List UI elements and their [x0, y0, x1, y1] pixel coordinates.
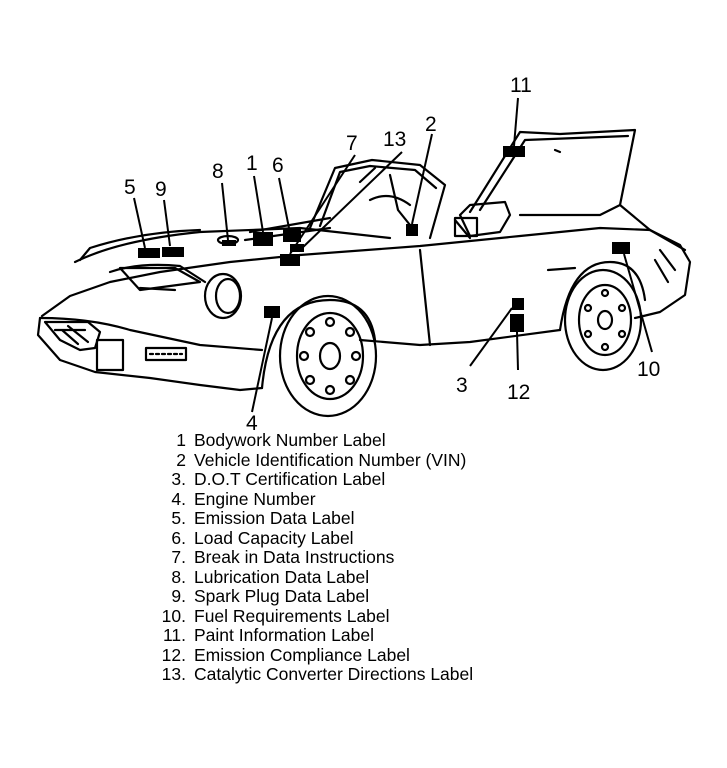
label-patch-8: [222, 240, 236, 246]
leader-2: [411, 133, 433, 225]
legend-item: 6. Load Capacity Label: [140, 527, 700, 549]
label-patch-10: [612, 242, 630, 254]
label-patch-1: [253, 232, 273, 246]
legend-number: 2: [176, 449, 186, 470]
legend-item: 7. Break in Data Instructions: [140, 547, 700, 568]
legend-number: 9.: [171, 586, 186, 606]
callout-13: 13: [383, 128, 406, 151]
legend-number: 1: [176, 430, 186, 450]
legend-number: 10.: [161, 605, 186, 626]
callout-7: 7: [346, 132, 358, 155]
legend-number: 5.: [171, 508, 186, 528]
legend-number: 6.: [171, 527, 186, 548]
legend-text: Vehicle Identification Number (VIN): [194, 449, 467, 470]
legend-text: Engine Number: [194, 488, 316, 509]
label-patch-9: [162, 247, 184, 257]
label-patches: [138, 146, 630, 332]
legend-number: 13.: [161, 664, 186, 684]
legend-text: Load Capacity Label: [194, 527, 354, 548]
callout-10: 10: [637, 358, 660, 381]
label-patch-12: [510, 314, 524, 332]
legend-item: 11. Paint Information Label: [140, 625, 700, 646]
legend-number: 3.: [171, 469, 186, 489]
leader-7: [289, 154, 356, 255]
legend-item: 1 Bodywork Number Label: [140, 430, 700, 451]
car-label-location-diagram: 5 9 8 1 6 7 13 2 4 3 12 10 11: [36, 74, 692, 430]
label-patch-11: [503, 146, 525, 157]
legend-text: Fuel Requirements Label: [194, 605, 390, 626]
legend-number: 4.: [171, 488, 186, 509]
label-patch-7: [280, 254, 300, 266]
callout-5: 5: [124, 176, 136, 199]
leader-11: [513, 97, 519, 147]
callout-11: 11: [510, 74, 532, 97]
legend-text: Emission Data Label: [194, 508, 355, 528]
legend-item: 3. D.O.T Certification Label: [140, 469, 700, 490]
legend-item: 12. Emission Compliance Label: [140, 644, 700, 666]
callout-12: 12: [507, 381, 530, 404]
legend-text: Spark Plug Data Label: [194, 586, 370, 606]
trunk-lid: [468, 128, 652, 232]
legend-item: 4. Engine Number: [140, 488, 700, 510]
legend-number: 7.: [171, 547, 186, 567]
legend-number: 8.: [171, 566, 186, 587]
legend-number: 12.: [161, 644, 186, 665]
legend-item: 8. Lubrication Data Label: [140, 566, 700, 588]
legend-item: 5. Emission Data Label: [140, 508, 700, 529]
legend-item: 13. Catalytic Converter Directions Label: [140, 664, 700, 685]
front-wheel: [278, 294, 378, 418]
callout-numbers: 5 9 8 1 6 7 13 2 4 3 12 10 11: [124, 74, 660, 430]
legend-item: 2 Vehicle Identification Number (VIN): [140, 449, 700, 471]
label-patch-5: [138, 248, 160, 258]
callout-1: 1: [246, 152, 258, 175]
leader-6: [278, 177, 290, 229]
callout-9: 9: [155, 178, 167, 201]
legend-item: 10. Fuel Requirements Label: [140, 605, 700, 627]
callout-3: 3: [456, 374, 468, 397]
legend-list: 1 Bodywork Number Label 2 Vehicle Identifi…: [140, 430, 700, 685]
leader-13: [299, 151, 403, 251]
legend-text: Lubrication Data Label: [194, 566, 370, 587]
label-patch-3: [512, 298, 524, 310]
leader-5: [133, 197, 146, 249]
label-patch-13: [290, 244, 304, 252]
legend-text: Emission Compliance Label: [194, 644, 410, 665]
callout-6: 6: [272, 154, 284, 177]
leader-1: [253, 175, 264, 233]
rear-wheel: [563, 268, 643, 372]
label-patch-2: [406, 224, 418, 236]
leader-3: [469, 307, 513, 367]
leader-8: [221, 182, 229, 241]
callout-4: 4: [246, 412, 258, 430]
leader-10: [623, 253, 653, 353]
callout-8: 8: [212, 160, 224, 183]
leader-lines: [133, 97, 653, 413]
legend-text: Paint Information Label: [194, 625, 374, 645]
legend-text: Bodywork Number Label: [194, 430, 386, 450]
leader-12: [516, 331, 519, 371]
car-body-outline: [36, 226, 692, 392]
label-patch-4: [264, 306, 280, 318]
leader-4: [251, 317, 273, 413]
callout-2: 2: [425, 113, 437, 136]
legend-item: 9. Spark Plug Data Label: [140, 586, 700, 607]
legend-text: Catalytic Converter Directions Label: [194, 664, 474, 684]
legend-number: 11.: [162, 625, 186, 645]
leader-9: [163, 199, 171, 247]
legend-text: Break in Data Instructions: [194, 547, 395, 567]
label-patch-6: [283, 228, 301, 242]
legend-text: D.O.T Certification Label: [194, 469, 386, 489]
